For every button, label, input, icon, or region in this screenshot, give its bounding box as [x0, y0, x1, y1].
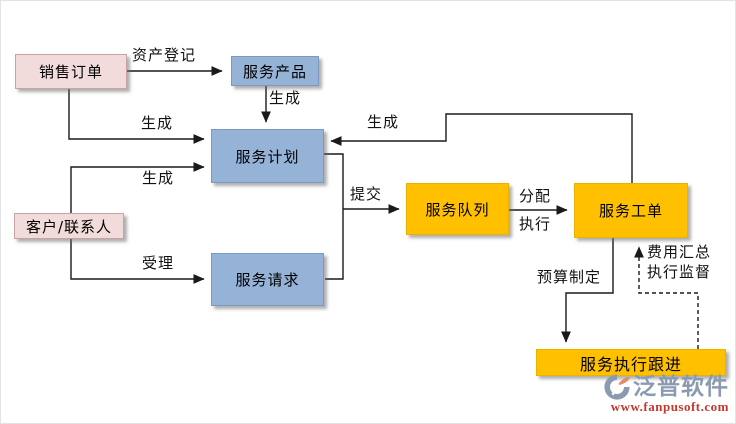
edge-label-generate-sales: 生成	[141, 114, 174, 132]
node-service-product: 服务产品	[231, 56, 319, 86]
node-service-request: 服务请求	[211, 253, 324, 306]
edge-label-generate-product: 生成	[269, 89, 302, 107]
node-service-plan: 服务计划	[211, 129, 324, 183]
brand-url: www.fanpusoft.com	[610, 399, 729, 414]
edge-label-execute: 执行	[519, 215, 552, 233]
edge-label-budget: 预算制定	[537, 268, 602, 286]
edge-label-assign: 分配	[519, 187, 552, 205]
node-service-followup: 服务执行跟进	[536, 349, 726, 376]
brand-name: 泛普软件	[633, 374, 729, 400]
edge-label-accept: 受理	[142, 254, 175, 272]
edge-label-asset-register: 资产登记	[132, 46, 197, 64]
brand-watermark: 泛普软件 www.fanpusoft.com	[589, 373, 731, 417]
edge-label-expense-summary: 费用汇总	[647, 243, 712, 261]
edge-label-generate-workorder: 生成	[367, 113, 400, 131]
edge-label-generate-customer: 生成	[142, 169, 175, 187]
edge-label-execution-supervision: 执行监督	[647, 263, 712, 281]
edge-label-submit: 提交	[350, 185, 383, 203]
node-service-workorder: 服务工单	[574, 183, 688, 238]
node-service-queue: 服务队列	[406, 183, 509, 235]
node-sales-order: 销售订单	[15, 54, 127, 89]
node-customer-contact: 客户/联系人	[14, 213, 124, 239]
fanpu-logo-icon	[604, 374, 631, 400]
